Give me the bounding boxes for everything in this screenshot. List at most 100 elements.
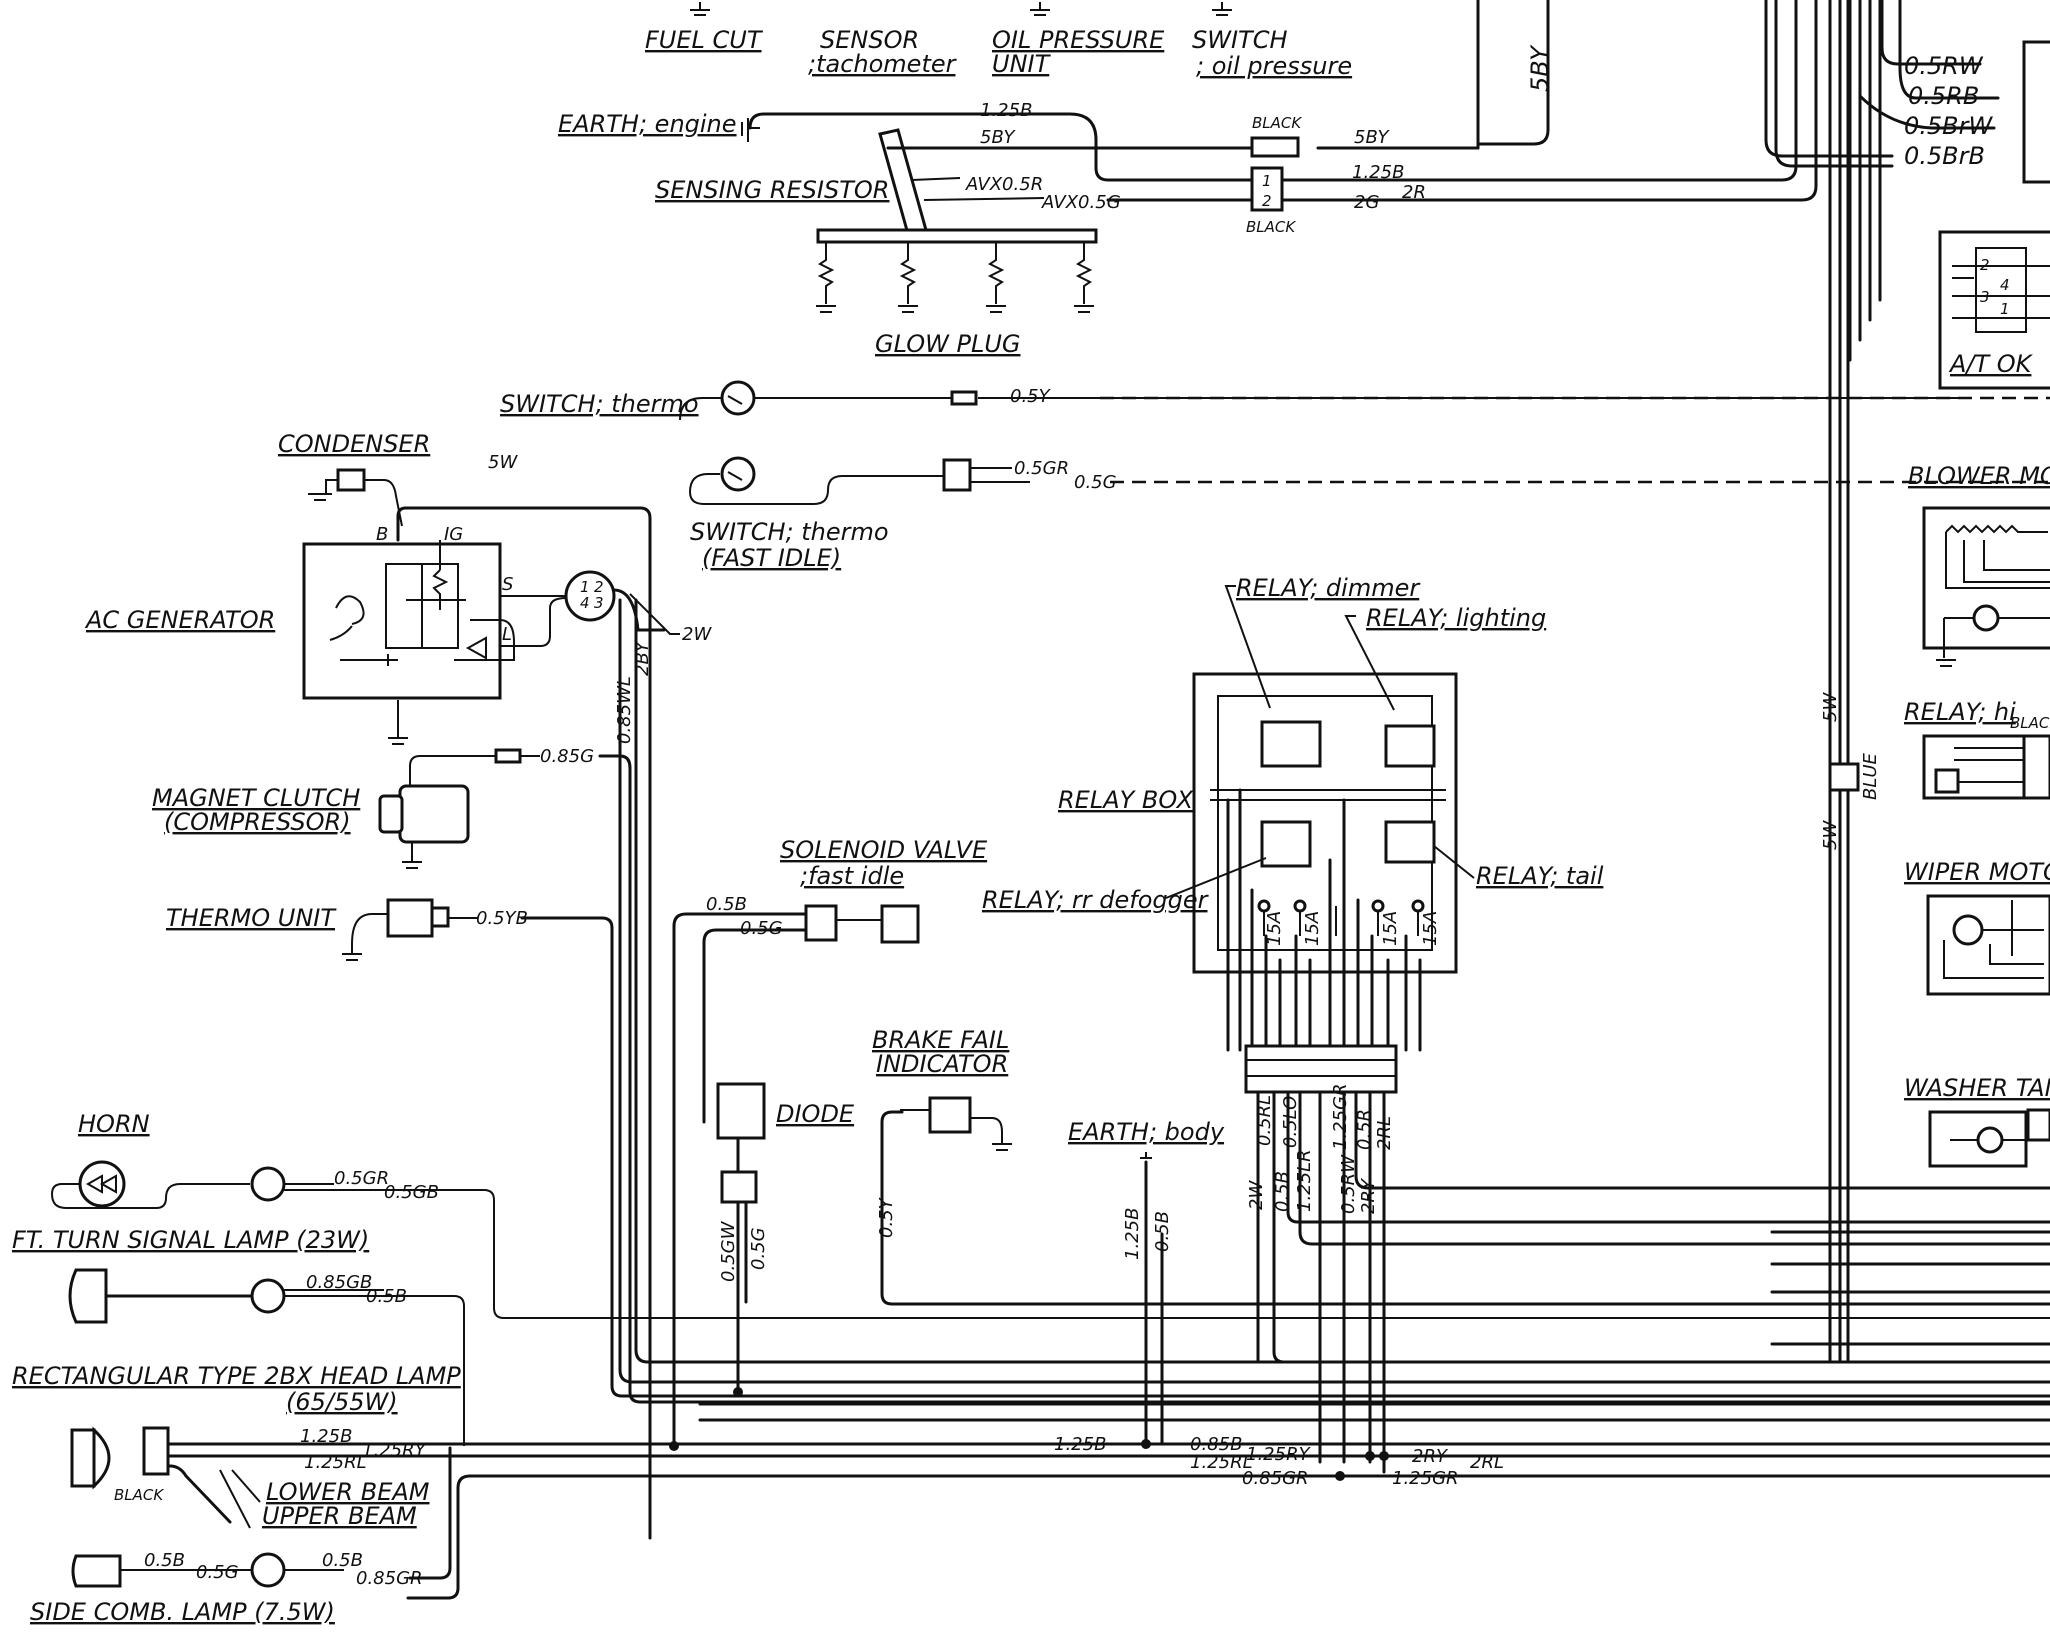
wire-code-05gw: 0.5GW xyxy=(718,1220,739,1282)
wire-code-avx05r: AVX0.5R xyxy=(965,174,1043,195)
wire-code-avx05g: AVX0.5G xyxy=(1041,192,1121,213)
diode-label: DIODE xyxy=(776,1100,855,1128)
relay-tail xyxy=(1384,820,1436,864)
pin-3b: 3 xyxy=(594,594,604,612)
wire-code-05lo: 0.5LO xyxy=(1280,1096,1301,1148)
wire-code-5w-r1: 5W xyxy=(1820,692,1841,722)
pin-2: 2 xyxy=(1262,192,1272,210)
earth-symbol xyxy=(690,2,1232,16)
wire-code-125gr: 1.25GR xyxy=(1392,1468,1459,1489)
sensor-sub-label: ;tachometer xyxy=(808,50,958,78)
wire-code-125b-2: 1.25B xyxy=(1352,162,1404,183)
switch-thermo-label: SWITCH; thermo xyxy=(500,390,699,418)
solenoid-valve-label: SOLENOID VALVE xyxy=(780,836,988,864)
upper-beam-label: UPPER BEAM xyxy=(262,1502,417,1530)
ac-generator-internals xyxy=(329,540,515,666)
blower-motor-box xyxy=(1922,506,2050,650)
wire-code-2rl-v: 2RL xyxy=(1374,1116,1395,1150)
ac-gen-ig: IG xyxy=(444,524,463,545)
wire-code-05rb: 0.5RB xyxy=(1908,82,1979,110)
pin-2b: 2 xyxy=(594,578,604,596)
brake-fail-label-2: INDICATOR xyxy=(876,1050,1008,1078)
sensing-resistor-label: SENSING RESISTOR xyxy=(655,176,889,204)
wire-code-05brb: 0.5BrB xyxy=(1904,142,1985,170)
wire-code-2rl: 2RL xyxy=(1470,1452,1504,1473)
pin-at-3: 3 xyxy=(1980,288,1990,306)
ft-turn-connector xyxy=(250,1278,286,1314)
blower-motor-label: BLOWER MOT xyxy=(1908,462,2050,490)
wire-code-05r: 0.5R xyxy=(1354,1109,1375,1150)
glow-plug-label: GLOW PLUG xyxy=(875,330,1021,358)
wire-code-2r: 2R xyxy=(1402,182,1426,203)
connector-solenoid xyxy=(804,904,838,942)
connector-magnet xyxy=(494,748,522,764)
ac-gen-b: B xyxy=(376,524,388,545)
connector-blue xyxy=(1828,762,1860,792)
wire-code-2g: 2G xyxy=(1354,192,1379,213)
washer-tank-motor xyxy=(1976,1126,2004,1154)
relay-lighting xyxy=(1384,724,1436,768)
switch-thermo-fast-label: SWITCH; thermo xyxy=(690,518,889,546)
thermo-unit-label: THERMO UNIT xyxy=(166,904,337,932)
pin-at-2: 2 xyxy=(1980,256,1990,274)
thermo-unit-symbol xyxy=(386,898,434,938)
wire-code-05rl: 0.5RL xyxy=(1254,1095,1275,1146)
relay-box-harness xyxy=(1226,788,1422,1052)
oil-pressure-unit-label: OIL PRESSURE xyxy=(992,26,1165,54)
wire-code-05y: 0.5Y xyxy=(1010,386,1052,407)
ac-gen-l: L xyxy=(502,624,512,645)
side-comb-lamp-label: SIDE COMB. LAMP (7.5W) xyxy=(30,1598,335,1626)
wire-code-2w: 2W xyxy=(682,624,712,645)
pin-4b: 4 xyxy=(580,594,590,612)
connector-thermo xyxy=(950,390,978,406)
switch-thermo-symbol xyxy=(720,380,756,416)
at-ok-label: A/T OK xyxy=(1948,350,2034,378)
wire-code-05g: 0.5G xyxy=(1074,472,1117,493)
earth-body-symbol xyxy=(1140,1152,1152,1159)
relay-box xyxy=(1192,672,1458,974)
head-lamp-label-2: (65/55W) xyxy=(286,1388,398,1416)
wire-code-085wl: 0.85WL xyxy=(614,676,635,744)
wire-code-5by-vertical: 5BY xyxy=(1526,44,1554,92)
wire-code-5by: 5BY xyxy=(980,127,1016,148)
wire-code-5w-r2: 5W xyxy=(1820,820,1841,850)
wire-code-05b-v2: 0.5B xyxy=(1272,1171,1293,1212)
diode-symbol xyxy=(716,1082,766,1140)
solenoid-valve-symbol xyxy=(880,904,920,944)
magnet-clutch-label-2: (COMPRESSOR) xyxy=(164,808,351,836)
condenser-earth xyxy=(308,493,332,501)
wire-code-125rl-2: 1.25RL xyxy=(1190,1452,1253,1473)
pin-1b: 1 xyxy=(580,578,590,596)
lower-beam-label: LOWER BEAM xyxy=(266,1478,430,1506)
black-label-top: BLACK xyxy=(1252,114,1302,132)
ac-gen-s: S xyxy=(502,574,513,595)
fuse-15a-4: 15A xyxy=(1420,911,1441,946)
at-ok-connector xyxy=(1975,247,2027,333)
connector-black-top xyxy=(1250,136,1300,158)
relay-rr-defogger-label: RELAY; rr defogger xyxy=(982,886,1210,914)
wire-code-125ry: 1.25RY xyxy=(362,1440,428,1461)
wire-code-05b-v: 0.5B xyxy=(1152,1211,1173,1252)
side-comb-connector xyxy=(250,1552,286,1588)
wire-code-085b: 0.85B xyxy=(1190,1434,1242,1455)
head-lamp-symbol xyxy=(70,1428,96,1488)
wire-code-125gr-v: 1.25GR xyxy=(1330,1083,1351,1150)
wiper-motor-symbol xyxy=(1952,914,1984,946)
wire-code-05b: 0.5B xyxy=(706,894,747,915)
at-ok-box xyxy=(1938,230,2050,390)
fuel-cut-label: FUEL CUT xyxy=(645,26,764,54)
switch-oil-label: SWITCH xyxy=(1192,26,1288,54)
fuse-15a-3: 15A xyxy=(1380,911,1401,946)
relay-dimmer-label: RELAY; dimmer xyxy=(1236,574,1421,602)
wire-code-5by-2: 5BY xyxy=(1354,127,1390,148)
wire-code-2by: 2BY xyxy=(632,640,653,676)
horn-label: HORN xyxy=(78,1110,150,1138)
connector-relay-box xyxy=(1244,1044,1398,1094)
pin-1: 1 xyxy=(1262,172,1272,190)
fuse-15a-1: 15A xyxy=(1264,911,1285,946)
thermo-unit-connector xyxy=(430,906,450,928)
wire-code-05brw: 0.5BrW xyxy=(1904,112,1994,140)
connector-4pin-round xyxy=(564,570,616,622)
wiper-motor-box xyxy=(1926,894,2050,996)
